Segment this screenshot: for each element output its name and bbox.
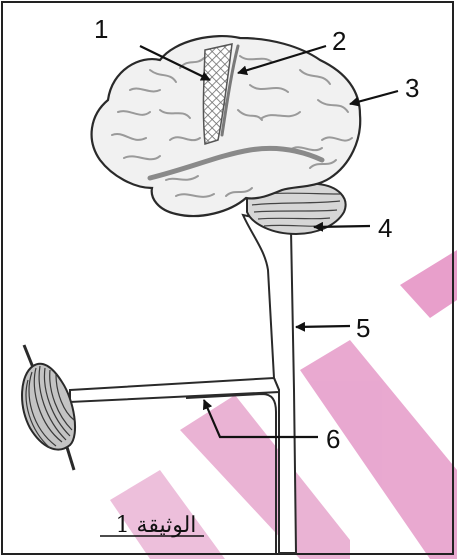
caption-text: الوثيقة 1 bbox=[116, 513, 197, 538]
arrow-4 bbox=[314, 226, 370, 227]
arrow-5 bbox=[296, 326, 350, 327]
label-6: 6 bbox=[326, 424, 340, 454]
label-1: 1 bbox=[94, 14, 108, 44]
document-caption: الوثيقة 1 bbox=[100, 513, 204, 538]
label-5: 5 bbox=[356, 313, 370, 343]
label-4: 4 bbox=[378, 213, 392, 243]
label-3: 3 bbox=[405, 73, 419, 103]
label-2: 2 bbox=[332, 26, 346, 56]
muscle bbox=[22, 345, 75, 470]
